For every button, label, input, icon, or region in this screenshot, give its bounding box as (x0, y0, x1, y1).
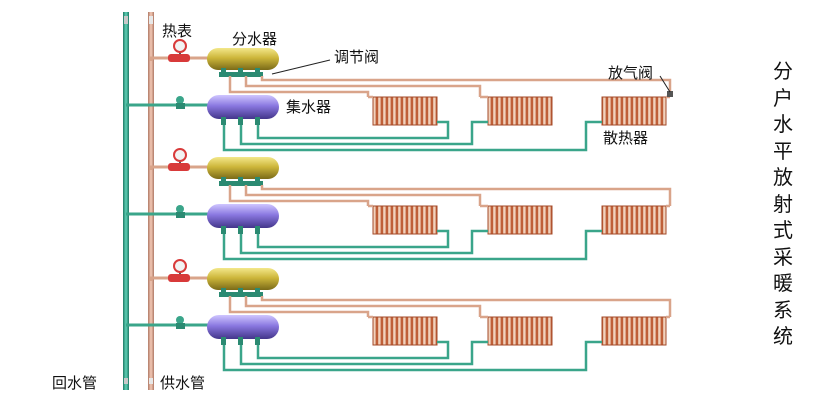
heat-meter-body (168, 54, 190, 62)
return-riser (123, 12, 129, 390)
supply-branch (149, 276, 210, 281)
return-loop-far (222, 120, 602, 152)
return-riser-cap (124, 16, 128, 24)
supply-loop-mid (244, 296, 482, 317)
return-loop-mid (239, 340, 488, 366)
floor-unit-1 (126, 39, 673, 152)
supply-loop-far (260, 76, 672, 97)
radiator (487, 205, 553, 235)
return-loop-mid (239, 229, 488, 255)
return-valve-body (176, 103, 185, 109)
return-loop-far (222, 229, 602, 261)
return-valve-body (176, 212, 185, 218)
collector-label: 集水器 (286, 98, 331, 116)
distributor-label: 分水器 (232, 30, 277, 48)
radiator (372, 96, 438, 126)
regulating-valve-block (219, 72, 263, 77)
regulating-valve-leader (271, 59, 331, 75)
title-char: 射 (773, 191, 793, 216)
heat-meter-gauge-icon (173, 148, 187, 162)
title-char: 统 (773, 324, 793, 348)
regulating-valve-block (219, 292, 263, 297)
title-char: 放 (773, 165, 793, 189)
radiator-label: 散热器 (603, 129, 648, 147)
return-loop-near (256, 229, 450, 249)
title-char: 系 (773, 297, 793, 322)
supply-loop-mid (244, 185, 482, 206)
supply-pipe-label: 供水管 (160, 374, 205, 392)
radiator (601, 205, 667, 235)
radiator (372, 205, 438, 235)
air-vent-valve-icon (667, 91, 673, 97)
air-vent-leader (659, 75, 671, 93)
collector-inlet (238, 117, 243, 125)
radiator (601, 96, 667, 126)
air-vent-label: 放气阀 (608, 64, 653, 82)
supply-riser-cap (149, 16, 153, 24)
heat-meter-body (168, 163, 190, 171)
supply-loop-far (260, 296, 672, 317)
return-riser-base (124, 378, 128, 384)
title-char: 户 (773, 85, 793, 110)
floor-unit-2 (126, 148, 672, 261)
collector-inlet (255, 117, 260, 125)
return-valve-body (176, 323, 185, 329)
return-loop-near (256, 340, 450, 360)
radiator (601, 316, 667, 346)
supply-loop-near (228, 76, 370, 97)
distributor (207, 268, 279, 290)
return-valve-icon (176, 316, 184, 324)
title-char: 水 (773, 112, 793, 136)
supply-loop-near (228, 185, 370, 206)
title-char: 平 (773, 138, 793, 163)
supply-branch (149, 56, 210, 61)
supply-loop-mid (244, 76, 482, 97)
supply-riser-base (149, 378, 153, 384)
title-char: 分 (773, 59, 793, 83)
supply-loop-far (260, 185, 672, 206)
return-loop-near (256, 120, 450, 140)
radiator (487, 96, 553, 126)
title-char: 采 (773, 244, 793, 269)
distributor (207, 157, 279, 179)
heat-meter-label: 热表 (162, 22, 192, 40)
return-loop-far (222, 340, 602, 372)
collector (207, 204, 279, 228)
supply-riser (148, 12, 154, 390)
radiator (372, 316, 438, 346)
collector-inlet (221, 117, 226, 125)
heat-meter-gauge-icon (173, 259, 187, 273)
distributor (207, 48, 279, 70)
title-char: 式 (773, 218, 793, 242)
vertical-title: 分 户 水 平 放 射 式 采 暖 系 统 (768, 58, 798, 350)
supply-loop-near (228, 296, 370, 317)
collector (207, 315, 279, 339)
return-valve-icon (176, 205, 184, 213)
floor-unit-3 (126, 259, 672, 372)
return-valve-icon (176, 96, 184, 104)
regulating-valve-block (219, 181, 263, 186)
regulating-valve-label: 调节阀 (334, 48, 379, 66)
supply-branch (149, 165, 210, 170)
return-pipe-label: 回水管 (52, 374, 97, 392)
return-loop-mid (239, 120, 488, 146)
radiator (487, 316, 553, 346)
heat-meter-gauge-icon (173, 39, 187, 53)
collector (207, 95, 279, 119)
title-char: 暖 (773, 271, 793, 295)
heat-meter-body (168, 274, 190, 282)
